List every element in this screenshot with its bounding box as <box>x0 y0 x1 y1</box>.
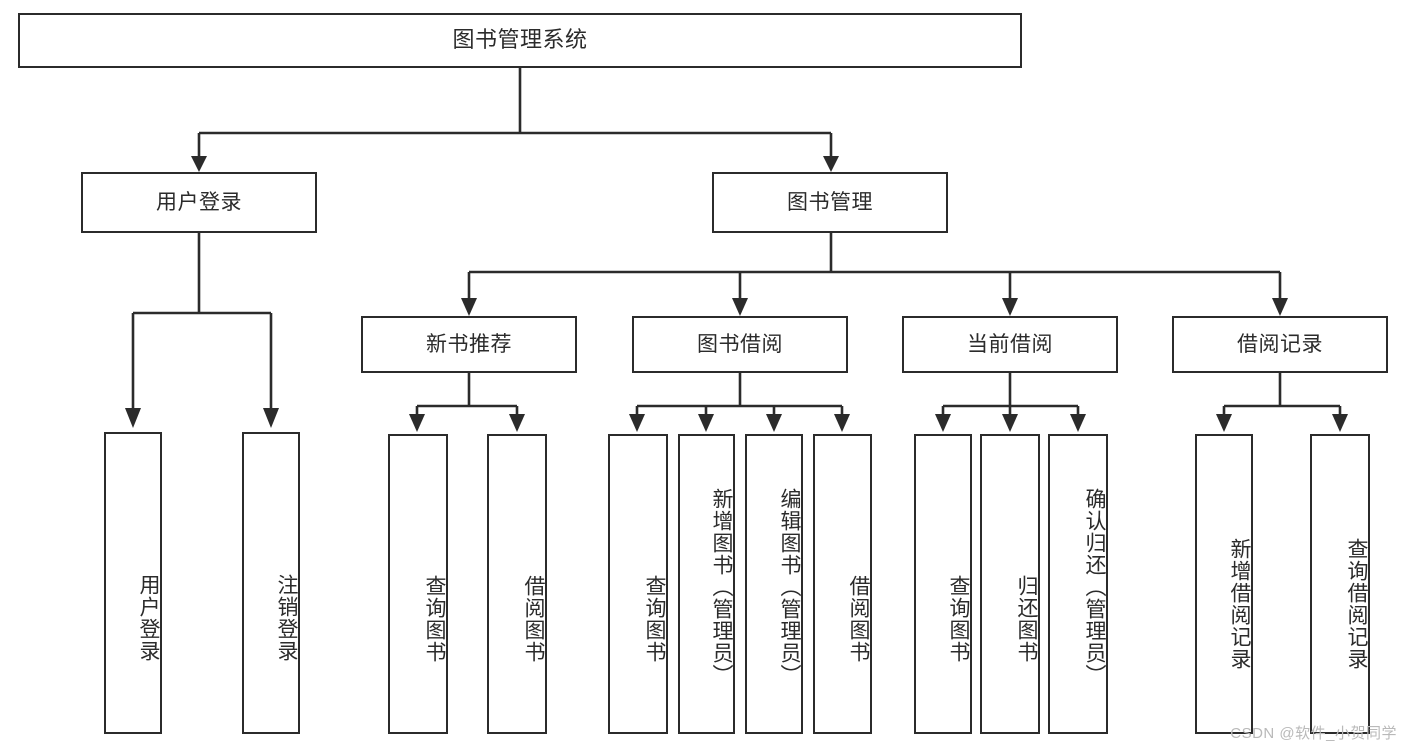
node-leaf-confirm-return-label: 确认归还（管理员） <box>1083 488 1106 686</box>
node-leaf-query-book-1[interactable]: 查询图书 <box>388 434 448 734</box>
arrow-to-new-book-rec <box>461 298 477 316</box>
node-leaf-query-book-3-label: 查询图书 <box>947 575 970 663</box>
arrow-user-login-l1 <box>125 408 141 428</box>
node-current-borrow-label: 当前借阅 <box>967 332 1053 356</box>
node-leaf-query-record-label: 查询借阅记录 <box>1345 538 1368 670</box>
node-leaf-borrow-book-2[interactable]: 借阅图书 <box>813 434 872 734</box>
node-leaf-user-login[interactable]: 用户登录 <box>104 432 162 734</box>
node-borrow-record-label: 借阅记录 <box>1237 332 1323 356</box>
node-borrow-record[interactable]: 借阅记录 <box>1172 316 1388 373</box>
arrow-user-login-l2 <box>263 408 279 428</box>
arrow-cb-l1 <box>935 414 951 432</box>
node-leaf-add-record[interactable]: 新增借阅记录 <box>1195 434 1253 734</box>
node-root-label: 图书管理系统 <box>452 27 588 53</box>
node-leaf-add-book-label: 新增图书（管理员） <box>710 488 733 686</box>
node-leaf-logout[interactable]: 注销登录 <box>242 432 300 734</box>
arrow-bb-l2 <box>698 414 714 432</box>
arrow-nbr-l1 <box>409 414 425 432</box>
arrow-cb-l2 <box>1002 414 1018 432</box>
arrow-to-book-manage <box>823 156 839 172</box>
arrow-br-l2 <box>1332 414 1348 432</box>
watermark: CSDN @软件_小贺同学 <box>1230 725 1397 742</box>
node-user-login-label: 用户登录 <box>156 190 242 214</box>
arrow-cb-l3 <box>1070 414 1086 432</box>
arrow-bb-l4 <box>834 414 850 432</box>
arrow-bb-l3 <box>766 414 782 432</box>
node-leaf-query-record[interactable]: 查询借阅记录 <box>1310 434 1370 734</box>
node-leaf-add-book[interactable]: 新增图书（管理员） <box>678 434 735 734</box>
arrow-bb-l1 <box>629 414 645 432</box>
node-root[interactable]: 图书管理系统 <box>18 13 1022 68</box>
node-user-login[interactable]: 用户登录 <box>81 172 317 233</box>
node-leaf-borrow-book-2-label: 借阅图书 <box>847 575 870 663</box>
arrow-br-l1 <box>1216 414 1232 432</box>
node-new-book-rec[interactable]: 新书推荐 <box>361 316 577 373</box>
node-leaf-query-book-3[interactable]: 查询图书 <box>914 434 972 734</box>
node-leaf-edit-book[interactable]: 编辑图书（管理员） <box>745 434 803 734</box>
node-leaf-borrow-book-1[interactable]: 借阅图书 <box>487 434 547 734</box>
node-leaf-query-book-1-label: 查询图书 <box>423 575 446 663</box>
node-leaf-confirm-return[interactable]: 确认归还（管理员） <box>1048 434 1108 734</box>
node-new-book-rec-label: 新书推荐 <box>426 332 512 356</box>
arrow-to-user-login <box>191 156 207 172</box>
arrow-to-current-borrow <box>1002 298 1018 316</box>
node-leaf-add-record-label: 新增借阅记录 <box>1228 538 1251 670</box>
arrow-to-borrow-record <box>1272 298 1288 316</box>
node-leaf-user-login-label: 用户登录 <box>137 574 160 662</box>
node-leaf-query-book-2-label: 查询图书 <box>643 575 666 663</box>
node-leaf-logout-label: 注销登录 <box>275 574 298 662</box>
node-leaf-return-book-label: 归还图书 <box>1015 575 1038 663</box>
node-book-manage-label: 图书管理 <box>787 190 873 214</box>
node-book-borrow[interactable]: 图书借阅 <box>632 316 848 373</box>
node-book-borrow-label: 图书借阅 <box>697 332 783 356</box>
node-leaf-edit-book-label: 编辑图书（管理员） <box>778 488 801 686</box>
node-leaf-query-book-2[interactable]: 查询图书 <box>608 434 668 734</box>
node-leaf-return-book[interactable]: 归还图书 <box>980 434 1040 734</box>
arrow-to-book-borrow <box>732 298 748 316</box>
arrow-nbr-l2 <box>509 414 525 432</box>
node-current-borrow[interactable]: 当前借阅 <box>902 316 1118 373</box>
node-book-manage[interactable]: 图书管理 <box>712 172 948 233</box>
node-leaf-borrow-book-1-label: 借阅图书 <box>522 575 545 663</box>
